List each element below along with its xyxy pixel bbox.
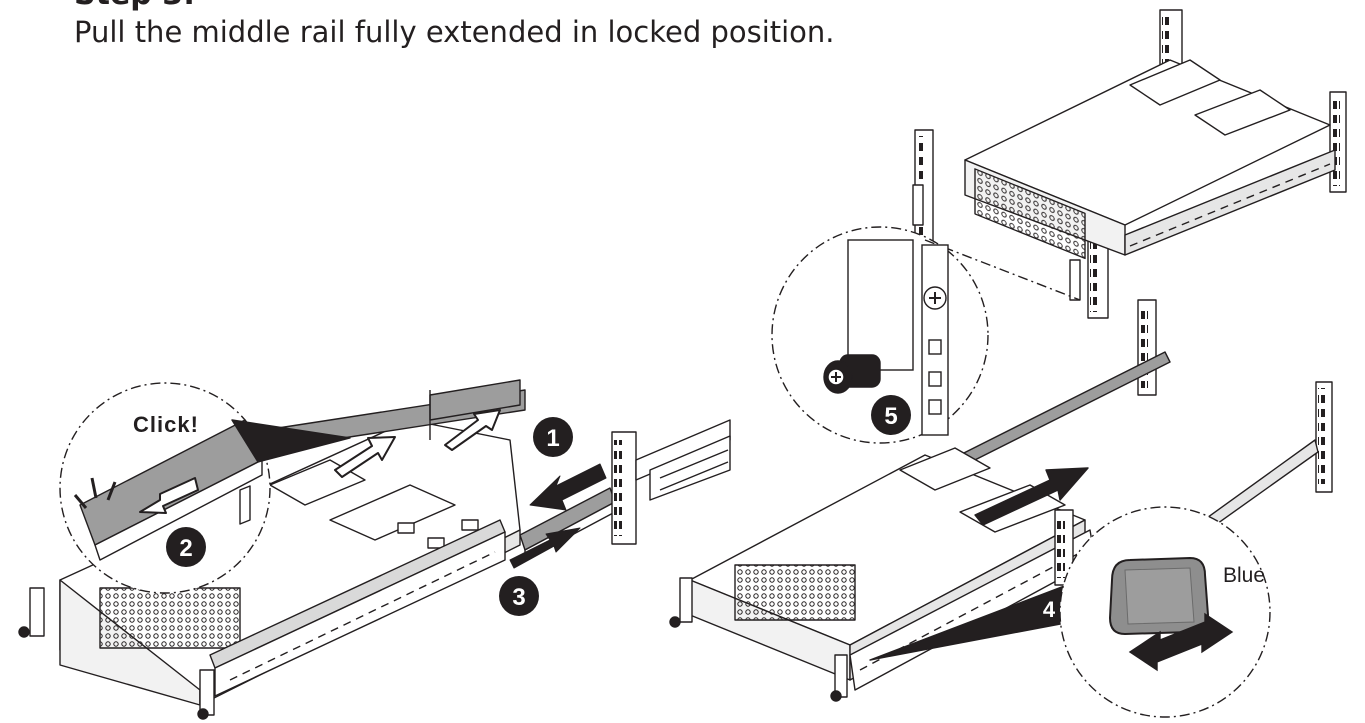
left-assembly xyxy=(18,379,731,720)
blue-latch-icon xyxy=(1108,556,1210,636)
zoom-circle-blue-latch xyxy=(1059,506,1271,718)
badge-step-3: 3 xyxy=(499,576,539,616)
badge-label-1: 1 xyxy=(546,425,559,452)
arrows-left xyxy=(334,409,607,569)
right-bottom-assembly xyxy=(669,299,1333,702)
rack-post-left xyxy=(611,419,731,545)
badge-label-5: 5 xyxy=(884,403,897,430)
instruction-text: Pull the middle rail fully extended in l… xyxy=(74,15,835,49)
arrow-step-1 xyxy=(529,463,607,511)
zoom-circle-thumbscrew xyxy=(771,226,1081,444)
arrow-step-3 xyxy=(509,527,581,569)
double-arrow-icon xyxy=(1128,612,1234,672)
server-chassis-left xyxy=(18,419,521,720)
right-top-assembly xyxy=(912,9,1347,319)
badge-label-3: 3 xyxy=(512,584,525,611)
badge-step-1: 1 xyxy=(533,417,573,457)
color-label: Blue xyxy=(1223,564,1265,587)
step-title: Step 3: xyxy=(74,0,195,12)
thumbscrew-icon xyxy=(823,354,881,394)
arrow-push-in xyxy=(974,467,1089,526)
click-label: Click! xyxy=(133,412,199,437)
badge-label-2: 2 xyxy=(179,535,192,562)
hollow-arrow-up xyxy=(334,436,396,478)
badge-step-5: 5 xyxy=(871,395,911,435)
hollow-arrow-down xyxy=(444,409,501,451)
badge-step-2: 2 xyxy=(166,527,206,567)
step-badges: 1 2 3 5 4 xyxy=(166,395,1056,622)
label-step-4: 4 xyxy=(1043,597,1056,622)
zoom-circle-latch xyxy=(59,382,351,594)
